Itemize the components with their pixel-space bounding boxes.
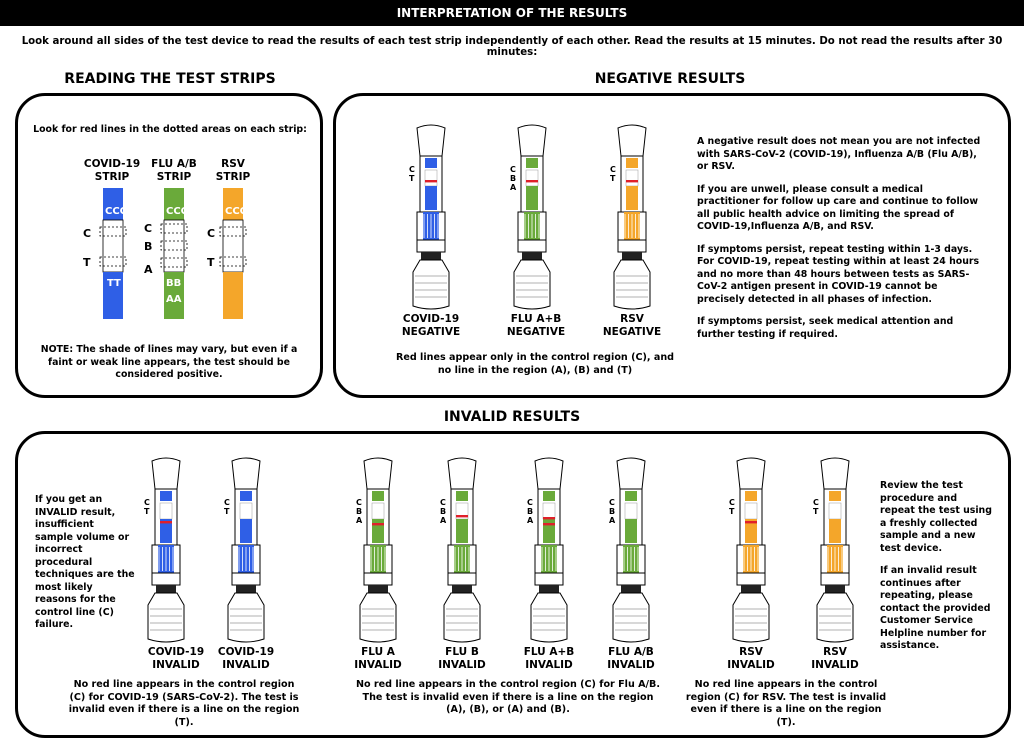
flu-strip bbox=[160, 188, 188, 319]
neg-device-flu-letter-0: C bbox=[510, 165, 516, 174]
neg-device-covid-letter-0: C bbox=[409, 165, 415, 174]
reading-note: NOTE: The shade of lines may vary, but e… bbox=[40, 344, 298, 380]
neg-device-rsv-letter-1: T bbox=[610, 174, 616, 183]
invalid-heading: INVALID RESULTS bbox=[443, 409, 581, 425]
reading-heading: READING THE TEST STRIPS bbox=[64, 71, 276, 87]
flu-strip-bottom-a: AA bbox=[166, 294, 182, 305]
inv-device-6-letter-0: C bbox=[729, 498, 735, 507]
invalid-right-text: Review the test procedure and repeat the… bbox=[880, 480, 992, 651]
inv-device-0: CT bbox=[144, 457, 185, 643]
negative-paragraphs: A negative result does not mean you are … bbox=[697, 136, 981, 340]
inv-device-3-letter-2: A bbox=[440, 516, 447, 525]
inv-device-2-letter-0: C bbox=[356, 498, 362, 507]
inv-device-1-letter-1: T bbox=[224, 507, 230, 516]
covid-letter-t: T bbox=[83, 256, 91, 269]
reading-panel bbox=[15, 93, 323, 398]
covid-letter-c: C bbox=[83, 227, 92, 240]
inv-device-5-letter-1: B bbox=[609, 507, 615, 516]
rsv-strip bbox=[219, 188, 247, 319]
negative-caption: Red lines appear only in the control reg… bbox=[395, 352, 675, 376]
inv-device-6-letter-1: T bbox=[729, 507, 735, 516]
inv-device-2: CBA bbox=[356, 457, 397, 643]
inv-device-1-letter-0: C bbox=[224, 498, 230, 507]
inv-device-4-letter-1: B bbox=[527, 507, 533, 516]
rsv-letter-t: T bbox=[207, 256, 215, 269]
inv-device-2-letter-2: A bbox=[356, 516, 363, 525]
invalid-caption-covid: No red line appears in the control regio… bbox=[68, 679, 300, 728]
inv-device-4-letter-2: A bbox=[527, 516, 534, 525]
invalid-caption-rsv: No red line appears in the control regio… bbox=[685, 679, 887, 728]
inv-device-5-letter-2: A bbox=[609, 516, 616, 525]
negative-panel bbox=[333, 93, 1011, 398]
inv-device-4-letter-0: C bbox=[527, 498, 533, 507]
neg-device-flu: CBA bbox=[510, 124, 551, 310]
invalid-panel bbox=[15, 431, 1011, 738]
rsv-letter-c: C bbox=[207, 227, 216, 240]
intro-text: Look around all sides of the test device… bbox=[21, 36, 1003, 58]
covid-strip-top: CCC bbox=[105, 206, 128, 217]
inv-device-6: CT bbox=[729, 457, 770, 643]
flu-letter-a: A bbox=[144, 263, 153, 276]
invalid-left-text: If you get an INVALID result, insufficie… bbox=[35, 494, 135, 630]
inv-device-3: CBA bbox=[440, 457, 481, 643]
covid-strip bbox=[99, 188, 127, 319]
flu-strip-bottom-b: BB bbox=[166, 278, 182, 289]
neg-device-rsv: CT bbox=[610, 124, 651, 310]
inv-device-7-letter-0: C bbox=[813, 498, 819, 507]
inv-device-0-letter-0: C bbox=[144, 498, 150, 507]
inv-device-7-letter-1: T bbox=[813, 507, 819, 516]
page-title: INTERPRETATION OF THE RESULTS bbox=[0, 0, 1024, 26]
inv-device-0-letter-1: T bbox=[144, 507, 150, 516]
flu-letter-b: B bbox=[144, 240, 153, 253]
flu-letter-c: C bbox=[144, 222, 153, 235]
invalid-caption-flu: No red line appears in the control regio… bbox=[355, 679, 661, 715]
inv-device-4: CBA bbox=[527, 457, 568, 643]
neg-device-covid: CT bbox=[409, 124, 450, 310]
negative-heading: NEGATIVE RESULTS bbox=[594, 71, 746, 87]
neg-device-flu-letter-2: A bbox=[510, 183, 517, 192]
inv-device-1: CT bbox=[224, 457, 265, 643]
inv-device-7: CT bbox=[813, 457, 854, 643]
neg-device-flu-letter-1: B bbox=[510, 174, 516, 183]
rsv-strip-top: CCC bbox=[225, 206, 248, 217]
inv-device-3-letter-0: C bbox=[440, 498, 446, 507]
flu-strip-top: CCC bbox=[166, 206, 189, 217]
covid-strip-bottom: TT bbox=[107, 278, 121, 289]
inv-device-5-letter-0: C bbox=[609, 498, 615, 507]
reading-instruction: Look for red lines in the dotted areas o… bbox=[33, 124, 307, 135]
neg-device-rsv-letter-0: C bbox=[610, 165, 616, 174]
inv-device-3-letter-1: B bbox=[440, 507, 446, 516]
neg-device-covid-letter-1: T bbox=[409, 174, 415, 183]
inv-device-5: CBA bbox=[609, 457, 650, 643]
inv-device-2-letter-1: B bbox=[356, 507, 362, 516]
